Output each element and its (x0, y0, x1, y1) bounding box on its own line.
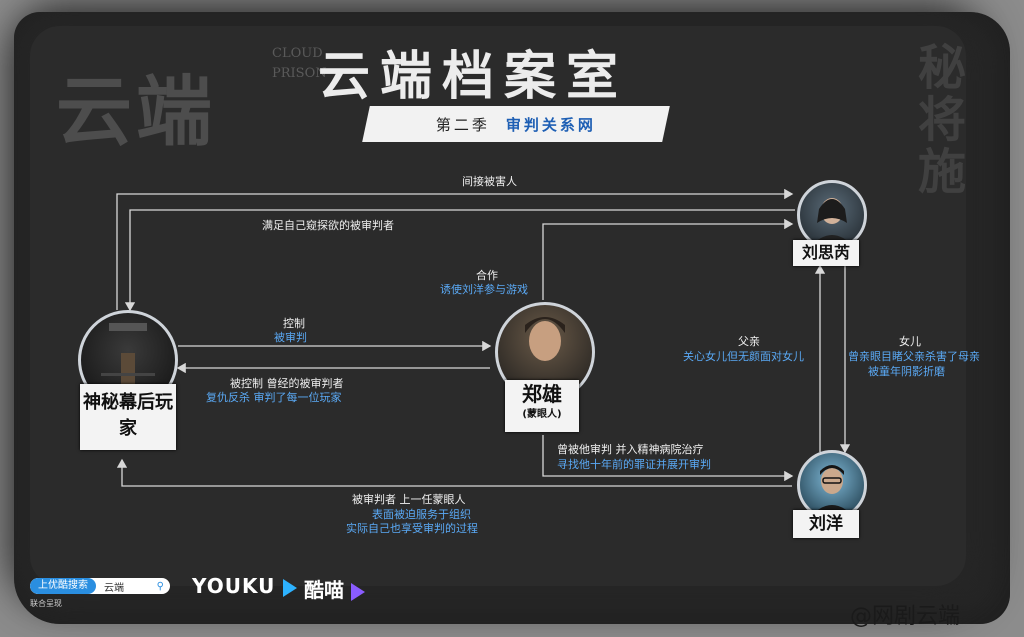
edge-label-control-desc: 被审判 (274, 330, 307, 345)
edge-label-voyeur: 满足自己窥探欲的被审判者 (262, 218, 394, 233)
zheng-name: 郑雄 (505, 380, 579, 408)
edge-label-control-title: 控制 (283, 316, 305, 331)
youku-text: YOUKU (192, 574, 275, 598)
edge-label-judged-title: 曾被他审判 并入精神病院治疗 (557, 442, 704, 457)
edge-label-father-desc: 关心女儿但无颜面对女儿 (683, 349, 804, 364)
edge-label-cooperate-desc: 诱使刘洋参与游戏 (440, 282, 528, 297)
edge-label-daughter-desc1: 曾亲眼目睹父亲杀害了母亲 (848, 349, 980, 364)
edge-label-previous-desc1: 表面被迫服务于组织 (372, 507, 471, 522)
zheng-name-box: 郑雄 (蒙眼人) (505, 380, 579, 432)
edge-label-controlled-title: 被控制 曾经的被审判者 (230, 376, 344, 391)
edge-label-previous-title: 被审判者 上一任蒙眼人 (352, 492, 466, 507)
search-icon: ⚲ (157, 581, 170, 592)
kumiao-logo: 酷喵 (304, 574, 365, 603)
footer-small-text: 联合呈现 (30, 598, 62, 609)
zheng-role: (蒙眼人) (505, 408, 579, 422)
edge-label-daughter-desc2: 被童年阴影折磨 (868, 364, 945, 379)
youku-logo: YOUKU (192, 574, 297, 598)
search-text: 云端 (96, 579, 157, 594)
edge-label-previous-desc2: 实际自己也享受审判的过程 (346, 521, 478, 536)
play-icon-2 (351, 583, 365, 601)
portrait-icon (800, 183, 864, 247)
edge-label-indirect-victim: 间接被害人 (462, 174, 517, 189)
edge-label-judged-desc: 寻找他十年前的罪证并展开审判 (557, 457, 711, 472)
kumiao-text: 酷喵 (304, 578, 344, 602)
edge-line-cooperate (543, 224, 792, 300)
liusixin-name: 刘思芮 (793, 240, 859, 266)
edge-label-cooperate-title: 合作 (476, 268, 498, 283)
footer-search-bar[interactable]: 上优酷搜索 云端 ⚲ (30, 578, 170, 594)
weibo-watermark: @网剧云端 (850, 598, 960, 630)
liuyang-name: 刘洋 (793, 510, 859, 538)
search-button[interactable]: 上优酷搜索 (30, 578, 96, 594)
edge-label-controlled-desc: 复仇反杀 审判了每一位玩家 (206, 390, 342, 405)
portrait-icon (800, 453, 864, 517)
play-icon (283, 579, 297, 597)
edge-label-father-title: 父亲 (738, 334, 760, 349)
edge-label-daughter-title: 女儿 (899, 334, 921, 349)
player-name: 神秘幕后玩家 (80, 384, 176, 450)
